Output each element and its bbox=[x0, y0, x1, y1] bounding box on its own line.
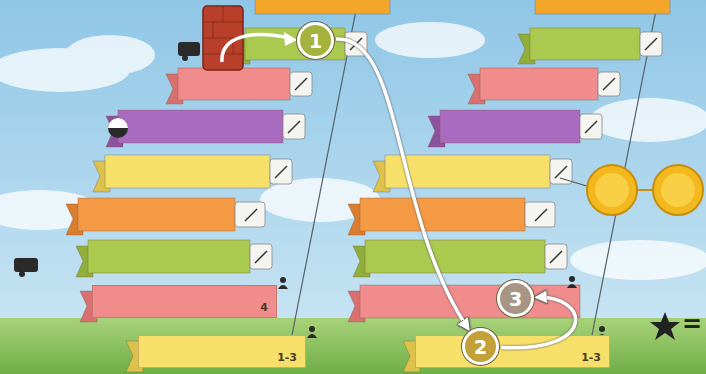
player-count-banner: 1-3 bbox=[138, 335, 306, 368]
player-count-banner: 1-3 bbox=[415, 335, 610, 368]
callout-number: 3 bbox=[497, 280, 534, 317]
callout-text: 1 bbox=[309, 30, 322, 52]
symbol-label: = bbox=[682, 310, 702, 338]
move-arrow bbox=[336, 39, 469, 330]
move-arrow bbox=[501, 297, 576, 348]
player-count: 1-3 bbox=[277, 351, 297, 364]
callout-number: 2 bbox=[462, 328, 499, 365]
callout-text: 2 bbox=[474, 336, 487, 358]
player-count: 4 bbox=[260, 301, 268, 314]
player-count: 1-3 bbox=[581, 351, 601, 364]
callout-text: 3 bbox=[509, 288, 522, 310]
callout-number: 1 bbox=[297, 22, 334, 59]
player-count-banner: 4 bbox=[92, 285, 277, 318]
